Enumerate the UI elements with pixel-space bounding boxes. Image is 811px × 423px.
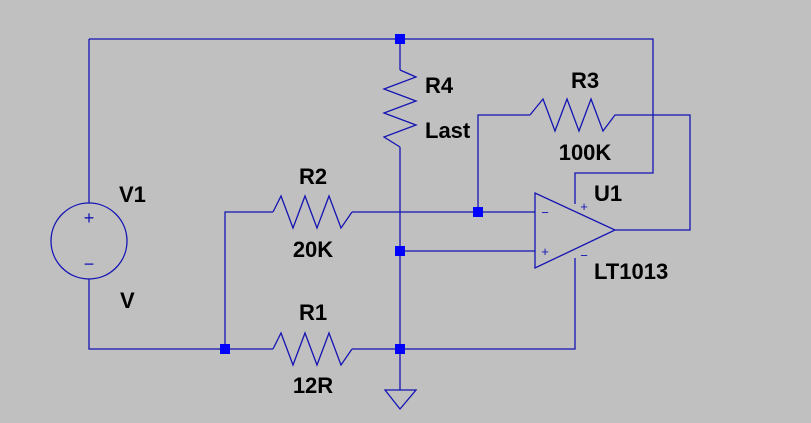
junction-dot <box>395 34 405 44</box>
opamp-triangle <box>534 191 617 270</box>
opamp-noninverting-sign: + <box>541 244 549 259</box>
v1-value-label: V <box>120 288 135 313</box>
r2-ref-label: R2 <box>299 164 327 189</box>
ground-icon <box>383 389 418 411</box>
v1-circle <box>50 202 128 280</box>
wires <box>88 38 691 390</box>
u1-value-label: LT1013 <box>594 259 668 284</box>
wire-top-rail <box>89 38 654 204</box>
junctions <box>220 34 483 354</box>
r3-value-label: 100K <box>559 140 612 165</box>
wire-r3-right <box>615 114 691 231</box>
opamp-inverting-sign: − <box>541 205 549 220</box>
opamp-supply-minus-sign: − <box>580 248 588 263</box>
wire-r1-right <box>352 258 576 350</box>
r2-value-label: 20K <box>293 237 333 262</box>
wire-r3-left <box>477 114 530 212</box>
resistor-r2 <box>272 194 353 230</box>
junction-dot <box>395 344 405 354</box>
opamp-supply-plus-sign: + <box>580 199 588 214</box>
voltage-source-v1: + − <box>50 202 128 280</box>
r1-value-label: 12R <box>293 373 333 398</box>
junction-dot <box>473 207 483 217</box>
junction-dot <box>395 246 405 256</box>
u1-ref-label: U1 <box>594 181 622 206</box>
resistor-r3 <box>529 97 625 133</box>
r4-value-label: Last <box>425 118 471 143</box>
v1-minus-sign: − <box>84 254 95 274</box>
opamp-input-stubs <box>530 211 535 252</box>
junction-dot <box>220 344 230 354</box>
resistor-r4 <box>382 69 418 148</box>
r4-ref-label: R4 <box>425 73 454 98</box>
r1-ref-label: R1 <box>299 300 327 325</box>
v1-plus-sign: + <box>84 208 95 228</box>
v1-ref-label: V1 <box>119 182 146 207</box>
resistor-r1 <box>272 331 353 367</box>
wire-r2-left <box>224 211 273 349</box>
r3-ref-label: R3 <box>571 68 599 93</box>
opamp-u1: − + + − <box>530 191 617 270</box>
wire-v1-minus <box>88 279 273 350</box>
